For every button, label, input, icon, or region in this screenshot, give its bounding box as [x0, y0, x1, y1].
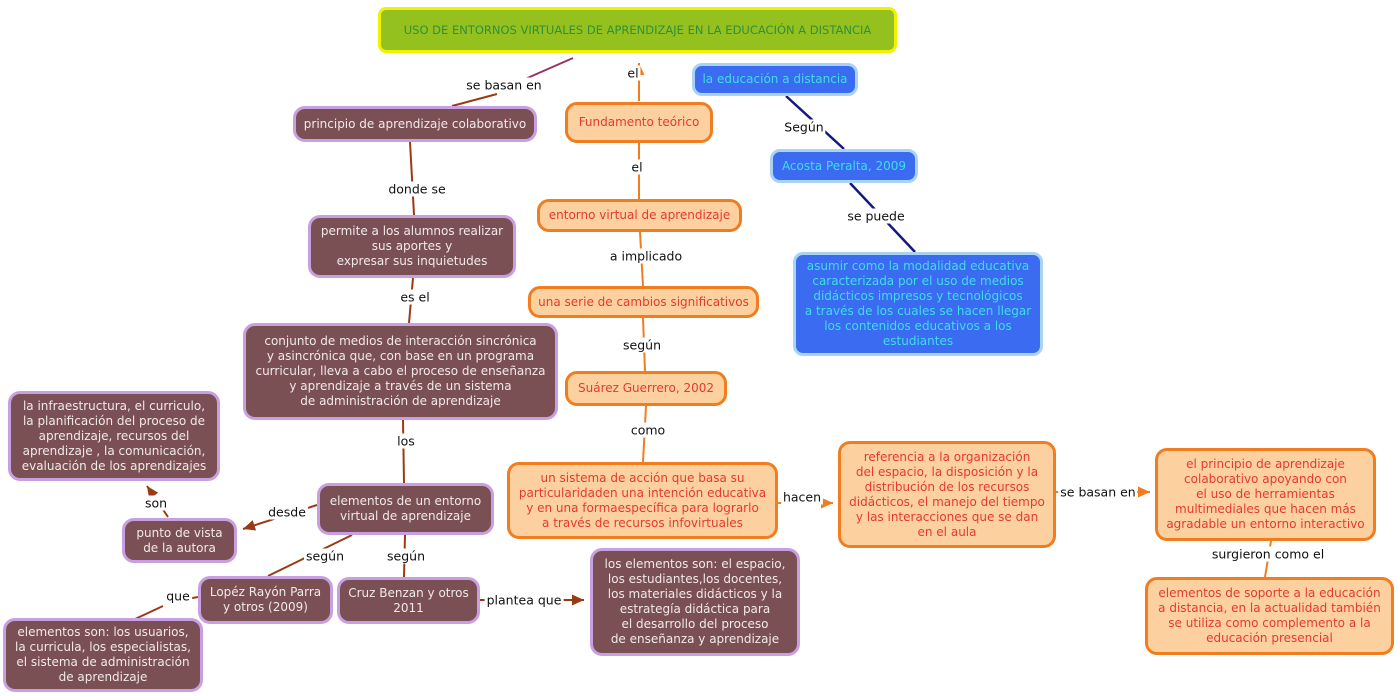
link-label-segun-cap[interactable]: Según: [782, 119, 826, 135]
node-elementos-entorno[interactable]: elementos de un entorno virtual de apren…: [317, 483, 494, 535]
link-label-los[interactable]: los: [395, 433, 417, 449]
node-punto-vista[interactable]: punto de vista de la autora: [122, 518, 237, 563]
link-label-son[interactable]: son: [142, 495, 170, 511]
node-suarez-guerrero[interactable]: Suárez Guerrero, 2002: [565, 371, 727, 406]
link-label-se-basan-en-left[interactable]: se basan en: [464, 77, 544, 93]
node-lopez-rayon[interactable]: Lopéz Rayón Parra y otros (2009): [198, 576, 333, 624]
node-entorno-virtual[interactable]: entorno virtual de aprendizaje: [537, 199, 742, 232]
node-title[interactable]: USO DE ENTORNOS VIRTUALES DE APRENDIZAJE…: [378, 7, 897, 53]
node-asumir-modalidad[interactable]: asumir como la modalidad educativa carac…: [793, 252, 1043, 356]
link-label-es-el[interactable]: es el: [398, 289, 432, 305]
node-elementos-usuarios[interactable]: elementos son: los usuarios, la curricul…: [3, 618, 203, 692]
link-label-se-puede[interactable]: se puede: [845, 208, 907, 224]
node-educacion-distancia[interactable]: la educación a distancia: [692, 63, 858, 96]
node-sistema-accion[interactable]: un sistema de acción que basa su particu…: [507, 462, 778, 539]
node-fundamento-teorico[interactable]: Fundamento teórico: [565, 102, 713, 143]
link-label-como[interactable]: como: [628, 422, 668, 438]
link-label-hacen[interactable]: hacen: [780, 489, 824, 505]
node-referencia-organizacion[interactable]: referencia a la organización del espacio…: [838, 441, 1056, 548]
node-principio-apoyado[interactable]: el principio de aprendizaje colaborativo…: [1155, 448, 1376, 541]
link-label-el-mid[interactable]: el: [629, 159, 645, 175]
node-permite-alumnos[interactable]: permite a los alumnos realizar sus aport…: [308, 215, 516, 278]
line-principio-donde-se: [409, 141, 415, 216]
link-label-se-basan-en-right[interactable]: se basan en: [1058, 484, 1138, 500]
node-principio-colaborativo[interactable]: principio de aprendizaje colaborativo: [293, 106, 537, 142]
node-elementos-espacio[interactable]: los elementos son: el espacio, los estud…: [590, 548, 800, 656]
link-label-plantea-que[interactable]: plantea que: [484, 592, 564, 608]
link-label-a-implicado[interactable]: a implicado: [607, 248, 685, 264]
node-serie-cambios[interactable]: una serie de cambios significativos: [528, 286, 759, 318]
link-label-segun-lopez[interactable]: según: [304, 548, 346, 564]
link-label-el-top[interactable]: el: [625, 65, 641, 81]
link-label-segun-suarez[interactable]: según: [621, 337, 663, 353]
node-conjunto-medios[interactable]: conjunto de medios de interacción sincró…: [243, 323, 558, 420]
link-label-donde-se[interactable]: donde se: [386, 181, 448, 197]
node-cruz-benzan[interactable]: Cruz Benzan y otros 2011: [337, 577, 480, 624]
line-se-basan-en-principio: [451, 93, 498, 107]
node-elementos-soporte[interactable]: elementos de soporte a la educación a di…: [1145, 577, 1394, 655]
link-label-segun-cruz[interactable]: según: [385, 548, 427, 564]
node-infraestructura[interactable]: la infraestructura, el curriculo, la pla…: [8, 391, 220, 481]
line-que-elementos-usuarios: [132, 605, 164, 621]
link-label-desde[interactable]: desde: [266, 504, 308, 520]
line-conjunto-los: [402, 419, 405, 484]
node-acosta-peralta[interactable]: Acosta Peralta, 2009: [770, 149, 918, 183]
link-label-surgieron-como-el[interactable]: surgieron como el: [1209, 546, 1327, 562]
link-label-que[interactable]: que: [164, 588, 192, 604]
